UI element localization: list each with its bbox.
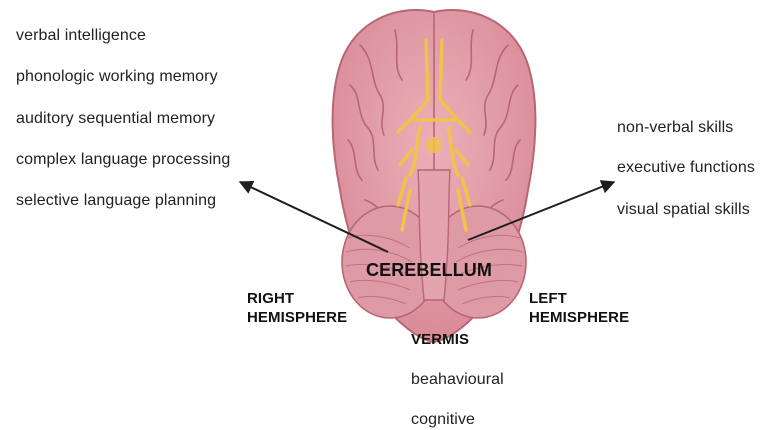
left-function-item: selective language planning bbox=[16, 192, 216, 210]
right-function-item: visual spatial skills bbox=[617, 201, 750, 219]
left-function-item: auditory sequential memory bbox=[16, 110, 215, 128]
right-function-item: executive functions bbox=[617, 159, 755, 177]
pituitary bbox=[426, 137, 442, 153]
left-function-item: complex language processing bbox=[16, 151, 230, 169]
left-hemisphere-label-line2: HEMISPHERE bbox=[529, 309, 629, 326]
right-function-item: non-verbal skills bbox=[617, 119, 733, 137]
left-function-item: verbal intelligence bbox=[16, 27, 146, 45]
vermis-function-item: cognitive bbox=[411, 411, 475, 429]
right-hemisphere-label-line2: HEMISPHERE bbox=[247, 309, 347, 326]
left-hemisphere-label-line1: LEFT bbox=[529, 290, 567, 307]
cerebellum-label: CEREBELLUM bbox=[366, 260, 492, 281]
vermis-label: VERMIS bbox=[411, 331, 469, 348]
brain-illustration bbox=[333, 10, 536, 342]
vermis-function-item: beahavioural bbox=[411, 371, 504, 389]
right-hemisphere-label-line1: RIGHT bbox=[247, 290, 294, 307]
left-function-item: phonologic working memory bbox=[16, 68, 218, 86]
